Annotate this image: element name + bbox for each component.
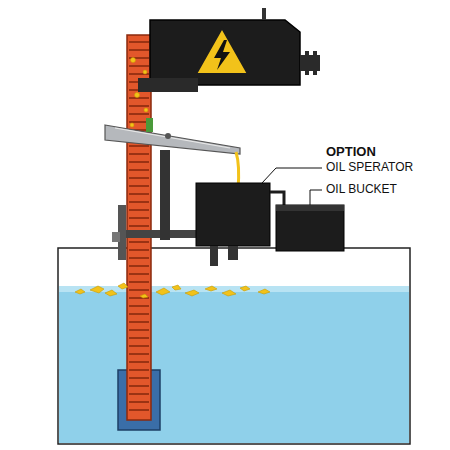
frame-knob xyxy=(112,232,120,242)
belt-stripe xyxy=(129,305,149,307)
callout-label: OIL BUCKET xyxy=(326,183,397,196)
belt-stripe xyxy=(129,177,149,179)
belt-stripes xyxy=(129,42,149,410)
belt-stripe xyxy=(129,225,149,227)
belt-stripe xyxy=(129,185,149,187)
belt-stripe xyxy=(129,353,149,355)
belt-stripe xyxy=(129,265,149,267)
belt-stripe xyxy=(129,161,149,163)
belt xyxy=(127,35,151,420)
hose xyxy=(270,192,284,205)
belt-stripe xyxy=(129,337,149,339)
cable-gland xyxy=(300,51,320,75)
separator-outlet xyxy=(210,246,218,266)
belt-stripe xyxy=(129,385,149,387)
belt-stripe xyxy=(129,217,149,219)
leader-line xyxy=(262,168,322,183)
switch xyxy=(262,8,266,20)
water xyxy=(59,286,409,443)
belt-stripe xyxy=(129,345,149,347)
belt-stripe xyxy=(129,401,149,403)
belt-stripe xyxy=(129,153,149,155)
belt-stripe xyxy=(129,193,149,195)
belt-stripe xyxy=(129,409,149,411)
oil-on-belt xyxy=(130,58,148,128)
belt-stripe xyxy=(129,241,149,243)
belt-stripe xyxy=(129,169,149,171)
belt-stripe xyxy=(129,249,149,251)
lightning-bolt xyxy=(214,40,230,70)
belt-stripe xyxy=(129,329,149,331)
scraper-clip xyxy=(146,118,153,132)
floating-oil xyxy=(75,283,270,298)
belt-stripe xyxy=(129,257,149,259)
belt-stripe xyxy=(129,41,149,43)
belt-stripe xyxy=(129,201,149,203)
scraper xyxy=(105,125,240,154)
belt-stripe xyxy=(129,113,149,115)
belt-stripe xyxy=(129,273,149,275)
scraper-bolt xyxy=(165,133,171,139)
belt-stripe xyxy=(129,49,149,51)
belt-stripe xyxy=(129,97,149,99)
belt-stripe xyxy=(129,361,149,363)
belt-stripe xyxy=(129,105,149,107)
callout-label: OIL SPERATOR xyxy=(326,161,413,174)
belt-stripe xyxy=(129,313,149,315)
belt-stripe xyxy=(129,281,149,283)
frame-stand xyxy=(160,150,170,240)
belt-stripe xyxy=(129,369,149,371)
warning-sign xyxy=(196,28,248,74)
belt-stripe xyxy=(129,289,149,291)
oil-separator xyxy=(196,183,270,246)
belt-stripe xyxy=(129,65,149,67)
leader-line xyxy=(310,190,322,205)
belt-stripe xyxy=(129,321,149,323)
tank xyxy=(58,248,410,444)
oil-bucket xyxy=(276,205,344,251)
belt-stripe xyxy=(129,377,149,379)
motor-housing xyxy=(150,20,300,85)
belt-stripe xyxy=(129,393,149,395)
callout-label: OPTION xyxy=(326,145,376,159)
motor-mount xyxy=(138,78,198,92)
belt-stripe xyxy=(129,209,149,211)
belt-stripe xyxy=(129,145,149,147)
